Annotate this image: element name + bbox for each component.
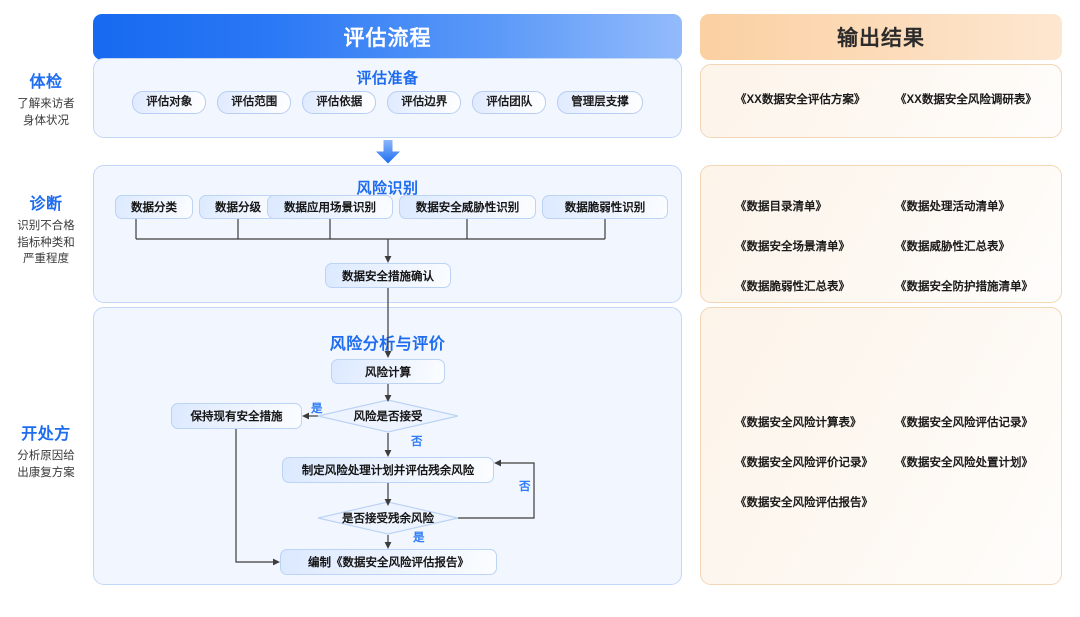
node-data-vulnerability-identification[interactable]: 数据脆弱性识别 — [542, 195, 668, 219]
chip-item[interactable]: 评估团队 — [472, 91, 547, 114]
stage-title: 体检 — [29, 74, 63, 91]
output-item: 《数据处理活动清单》 — [895, 201, 1010, 213]
panel-assessment-preparation: 评估准备 评估对象 评估范围 评估依据 评估边界 评估团队 管理层支撑 — [93, 58, 682, 138]
stage-label-prescription: 开处方 分析原因给 出康复方案 — [0, 420, 92, 481]
stage-label-diagnosis: 诊断 识别不合格 指标种类和 严重程度 — [0, 190, 92, 268]
node-security-measure-confirmation[interactable]: 数据安全措施确认 — [325, 263, 451, 288]
branch-label-yes-1: 是 — [311, 403, 323, 415]
branch-label-no-1: 否 — [411, 436, 423, 448]
stage-label-checkup: 体检 了解来访者 身体状况 — [0, 68, 92, 129]
output-item: 《数据安全场景清单》 — [735, 241, 850, 253]
output-item: 《数据安全风险评估记录》 — [895, 417, 1033, 429]
stage-desc: 了解来访者 身体状况 — [17, 98, 75, 127]
output-item: 《数据脆弱性汇总表》 — [735, 281, 850, 293]
output-list-identification: 《数据目录清单》 《数据处理活动清单》 《数据安全场景清单》 《数据威胁性汇总表… — [701, 198, 1061, 294]
output-item — [881, 494, 1039, 510]
panel-risk-analysis: 风险分析与评价 — [93, 307, 682, 585]
output-item: 《数据安全风险评估报告》 — [735, 497, 873, 509]
stage-desc: 识别不合格 指标种类和 严重程度 — [17, 220, 75, 266]
chip-item[interactable]: 评估依据 — [302, 91, 377, 114]
output-list-analysis: 《数据安全风险计算表》 《数据安全风险评估记录》 《数据安全风险评价记录》 《数… — [701, 414, 1061, 510]
node-data-scenario-identification[interactable]: 数据应用场景识别 — [267, 195, 393, 219]
branch-label-no-2: 否 — [519, 481, 531, 493]
decision-text-residual-acceptable: 是否接受残余风险 — [342, 513, 434, 525]
process-column-header: 评估流程 — [93, 14, 682, 60]
panel-title-identification: 风险识别 — [356, 180, 419, 197]
output-card-analysis: 《数据安全风险计算表》 《数据安全风险评估记录》 《数据安全风险评价记录》 《数… — [700, 307, 1062, 585]
stage-title: 开处方 — [21, 426, 71, 443]
output-item: 《数据安全防护措施清单》 — [895, 281, 1033, 293]
chip-item[interactable]: 评估对象 — [132, 91, 207, 114]
stage-title: 诊断 — [29, 196, 63, 213]
output-item: 《数据威胁性汇总表》 — [895, 241, 1010, 253]
node-data-threat-identification[interactable]: 数据安全威胁性识别 — [399, 195, 536, 219]
output-item: 《XX数据安全评估方案》 — [735, 94, 866, 106]
stage-desc: 分析原因给 出康复方案 — [17, 450, 75, 479]
output-item: 《数据安全风险计算表》 — [735, 417, 862, 429]
output-column-title: 输出结果 — [837, 27, 925, 50]
node-data-classification[interactable]: 数据分类 — [115, 195, 193, 219]
chip-item[interactable]: 评估范围 — [217, 91, 292, 114]
chip-item[interactable]: 评估边界 — [387, 91, 462, 114]
output-item: 《XX数据安全风险调研表》 — [895, 94, 1037, 106]
output-item: 《数据安全风险评价记录》 — [735, 457, 873, 469]
chip-item[interactable]: 管理层支撑 — [557, 91, 643, 114]
output-column-header: 输出结果 — [700, 14, 1062, 60]
output-item: 《数据目录清单》 — [735, 201, 827, 213]
panel-title-analysis: 风险分析与评价 — [329, 336, 446, 353]
node-compile-report[interactable]: 编制《数据安全风险评估报告》 — [280, 549, 497, 575]
down-arrow-icon — [376, 140, 400, 164]
process-column-title: 评估流程 — [343, 27, 432, 50]
node-data-grading[interactable]: 数据分级 — [199, 195, 277, 219]
preparation-chip-row: 评估对象 评估范围 评估依据 评估边界 评估团队 管理层支撑 — [94, 91, 681, 114]
node-risk-treatment-plan[interactable]: 制定风险处理计划并评估残余风险 — [282, 457, 494, 483]
branch-label-yes-2: 是 — [413, 532, 425, 544]
node-risk-calculation[interactable]: 风险计算 — [331, 359, 445, 384]
output-card-preparation: 《XX数据安全评估方案》 《XX数据安全风险调研表》 — [700, 64, 1062, 138]
node-keep-existing-measures[interactable]: 保持现有安全措施 — [171, 403, 302, 429]
output-list-preparation: 《XX数据安全评估方案》 《XX数据安全风险调研表》 — [701, 91, 1061, 107]
output-item: 《数据安全风险处置计划》 — [895, 457, 1033, 469]
decision-text-risk-acceptable: 风险是否接受 — [353, 411, 423, 423]
output-card-identification: 《数据目录清单》 《数据处理活动清单》 《数据安全场景清单》 《数据威胁性汇总表… — [700, 165, 1062, 303]
panel-title-preparation: 评估准备 — [356, 70, 419, 87]
